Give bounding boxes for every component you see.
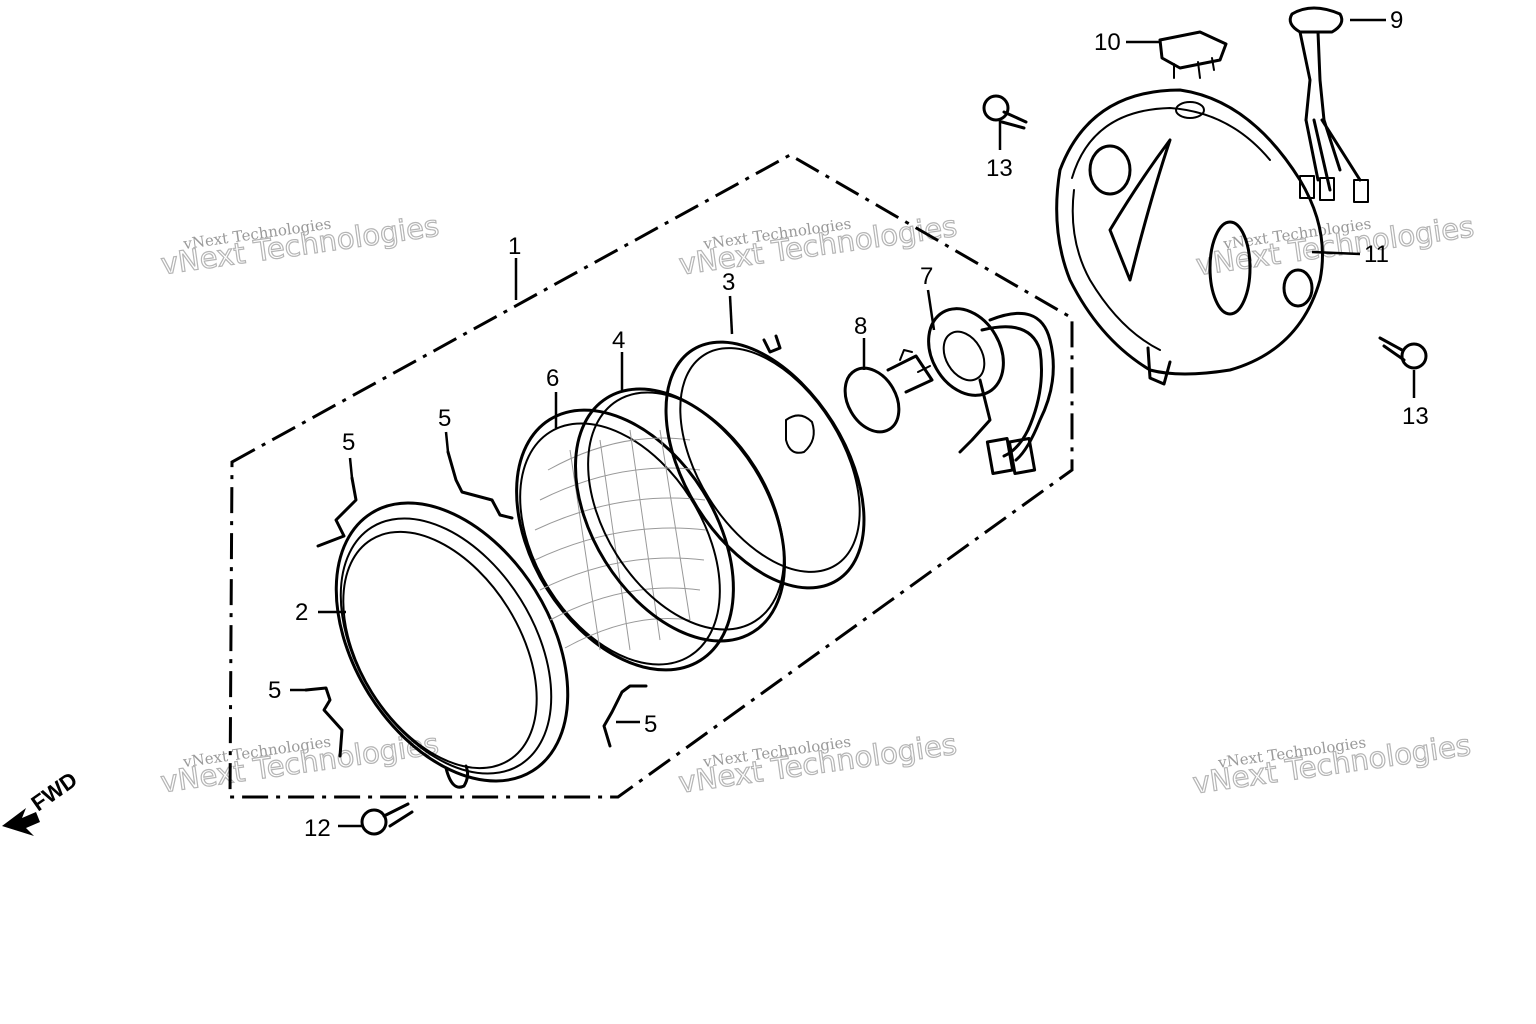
leader-lines <box>290 18 1416 828</box>
clip-lower-left <box>304 686 344 758</box>
callout-5-lower-center: 5 <box>644 711 657 738</box>
watermark-top-center: vNext Technologies vNext Technologies <box>676 208 959 282</box>
callout-5-lower-left: 5 <box>268 677 281 704</box>
clip-lower-center <box>602 684 648 748</box>
callout-5-upper-left: 5 <box>342 429 355 456</box>
callout-11: 11 <box>1364 241 1389 268</box>
case-connector <box>1158 30 1228 79</box>
watermark-bottom-right: vNext Technologies vNext Technologies <box>1190 727 1473 801</box>
callout-1: 1 <box>508 233 521 260</box>
lens-gasket <box>574 387 786 643</box>
headlight-lens <box>515 408 735 672</box>
fwd-label: FWD <box>27 767 82 816</box>
callout-13-right: 13 <box>1402 403 1429 430</box>
watermark-top-left: vNext Technologies vNext Technologies <box>158 208 441 282</box>
watermark-bottom-center: vNext Technologies vNext Technologies <box>676 726 959 800</box>
callout-7: 7 <box>920 263 933 290</box>
callout-4: 4 <box>612 327 625 354</box>
bolt-13-top <box>982 94 1028 130</box>
headlight-bulb <box>843 349 934 434</box>
watermark-top-right: vNext Technologies vNext Technologies <box>1193 209 1476 283</box>
callout-8: 8 <box>854 313 867 340</box>
callout-5-upper-center: 5 <box>438 405 451 432</box>
clip-upper-left <box>316 476 358 548</box>
callout-12: 12 <box>304 815 331 842</box>
headlight-case <box>1055 88 1324 386</box>
wire-harness <box>1288 6 1369 203</box>
fwd-direction-indicator: FWD <box>2 767 82 836</box>
callout-10: 10 <box>1094 29 1121 56</box>
bolt-13-right <box>1378 336 1428 370</box>
callout-9: 9 <box>1390 7 1403 34</box>
callout-13-top: 13 <box>986 155 1013 182</box>
bolt-12 <box>360 802 414 836</box>
callout-3: 3 <box>722 269 735 296</box>
fwd-arrow-icon <box>2 808 40 836</box>
bulb-socket <box>927 307 1055 475</box>
case-grommet <box>1282 268 1314 308</box>
assembly-boundary <box>228 153 1074 799</box>
callout-6: 6 <box>546 365 559 392</box>
callout-2: 2 <box>295 599 308 626</box>
clip-upper-center <box>446 450 514 520</box>
mounting-ring <box>664 334 866 590</box>
headlight-rim <box>334 501 570 789</box>
